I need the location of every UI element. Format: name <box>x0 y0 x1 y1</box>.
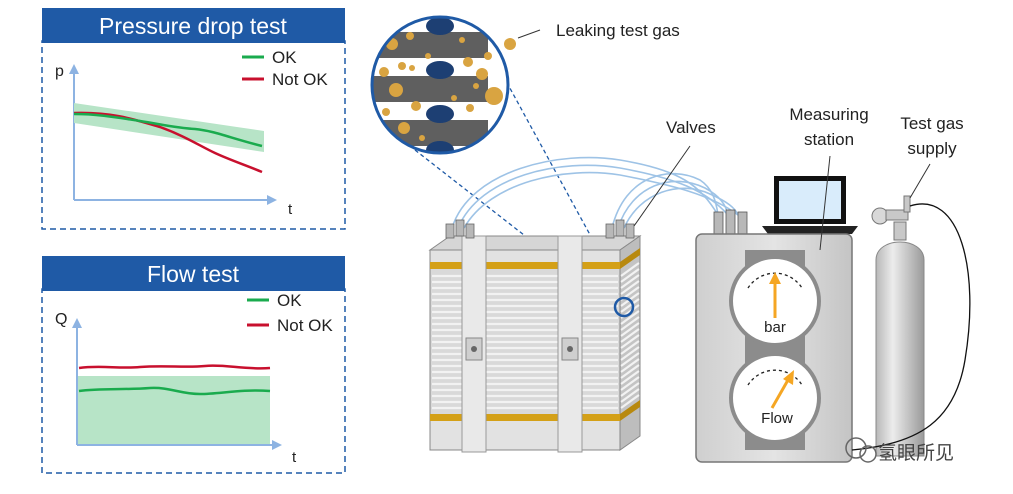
stack-gold-band-top <box>430 262 620 269</box>
zoom-plate-3 <box>372 120 488 146</box>
wechat-icon-bubble-1 <box>845 437 867 459</box>
valves-label: Valves <box>666 118 716 137</box>
pressure-y-arrow <box>69 64 79 74</box>
stack-cell-ridge-side <box>620 322 640 337</box>
stack-cell-ridge-side <box>620 364 640 379</box>
zoom-seal-3 <box>426 105 454 123</box>
flow-gauge-label: Flow <box>761 410 793 427</box>
flow-ok-band <box>77 376 270 445</box>
zoom-circle-border <box>370 15 510 155</box>
flow-gauge-needle <box>770 379 790 409</box>
stack-cell-ridge-side <box>620 370 640 385</box>
flow-ok-line <box>78 386 271 396</box>
pressure-ok-line <box>73 112 263 148</box>
cylinder-neck <box>893 221 907 241</box>
zoom-seal-2 <box>426 61 454 79</box>
stack-clamp-left-bolt <box>471 346 477 352</box>
stack-cell-ridge-side <box>620 358 640 373</box>
flow-x-arrow <box>272 440 282 450</box>
test-gas-supply-pointer <box>909 163 931 199</box>
flow-gauge-scale <box>747 369 803 386</box>
stack-cell-ridge-side <box>620 310 640 325</box>
flow-gauge <box>729 352 821 444</box>
stack-gold-band-top-side <box>620 248 640 269</box>
test-gas-supply-label-line2: supply <box>907 139 957 158</box>
stack-cell-ridge-side <box>620 394 640 409</box>
leaking-gas-label: Leaking test gas <box>556 21 680 40</box>
stack-clamp-right-bolt <box>567 346 573 352</box>
stack-gold-band-bottom-side <box>620 400 640 421</box>
wechat-icon-bubble-2 <box>859 445 877 463</box>
fuel-cell-stack <box>428 219 642 453</box>
stack-cell-ridge-side <box>620 346 640 361</box>
stack-cell-ridge-side <box>620 388 640 403</box>
stack-cell-ridge-side <box>620 340 640 355</box>
stack-cell-ridge-side <box>620 316 640 331</box>
cylinder-outlet <box>903 195 911 213</box>
stack-gold-band-bottom <box>430 414 620 421</box>
stack-connectors-right <box>605 219 635 239</box>
zoom-seal-4 <box>426 141 454 153</box>
stack-cell-ridge-side <box>620 268 640 283</box>
flow-legend-notok: Not OK <box>277 316 333 335</box>
stack-connectors-left <box>445 219 475 239</box>
stack-end-plate-bottom <box>429 415 621 451</box>
pressure-x-label: t <box>288 201 293 218</box>
pressure-legend-notok: Not OK <box>272 70 328 89</box>
flow-gauge-needle-tip <box>783 370 794 385</box>
stack-cell-ridge-side <box>620 352 640 367</box>
pressure-notok-line <box>73 111 263 174</box>
leak-location-marker <box>613 296 635 318</box>
measuring-station-pointer <box>819 155 831 251</box>
pressure-panel-title: Pressure drop test <box>99 13 288 39</box>
watermark-text: 氢眼所见 <box>878 442 954 464</box>
flow-x-label: t <box>292 449 297 466</box>
laptop-screen <box>779 181 841 219</box>
watermark: 氢眼所见 <box>845 437 954 464</box>
flow-notok-line <box>78 364 271 370</box>
leak-label-pointer <box>517 29 541 39</box>
measuring-station-label-line2: station <box>804 130 854 149</box>
stack-cell-ridge-side <box>620 280 640 295</box>
pressure-ok-band <box>74 103 264 152</box>
leak-label-bubble-icon <box>504 38 516 50</box>
leak-zoom-view <box>370 15 510 155</box>
zoom-seal-1 <box>426 17 454 35</box>
pressure-x-arrow <box>267 195 277 205</box>
flow-legend-ok: OK <box>277 291 302 310</box>
pressure-legend-ok: OK <box>272 48 297 67</box>
stack-cell-ridge-side <box>620 328 640 343</box>
pressure-drop-panel: Pressure drop test p t OK Not OK <box>41 8 346 230</box>
pressure-panel-header <box>42 8 345 43</box>
stack-cell-ridge-side <box>620 298 640 313</box>
laptop-base <box>762 226 858 234</box>
station-valves <box>713 209 748 235</box>
measuring-station-label-line1: Measuring <box>789 105 868 124</box>
stack-cell-ridge-side <box>620 382 640 397</box>
stack-cell-ridge-side <box>620 262 640 277</box>
flow-y-arrow <box>72 318 82 328</box>
flow-test-panel: Flow test Q t OK Not OK <box>41 256 346 474</box>
flow-panel-header <box>42 256 345 291</box>
pressure-y-label: p <box>55 63 64 80</box>
bar-gauge-label: bar <box>764 319 786 336</box>
flow-y-label: Q <box>55 311 67 328</box>
valves-pointer <box>633 145 691 227</box>
measuring-station: bar Flow <box>695 176 858 463</box>
bar-gauge-needle-tip <box>769 272 781 284</box>
supply-hose <box>851 203 971 451</box>
stack-cell-ridge-side <box>620 334 640 349</box>
stack-cell-ridge-side <box>620 376 640 391</box>
gas-tubes <box>451 156 739 229</box>
flow-panel-title: Flow test <box>147 261 240 287</box>
cylinder-regulator <box>885 209 909 221</box>
test-gas-cylinder <box>871 195 925 457</box>
cylinder-body <box>875 241 925 457</box>
stack-cell-ridge-side <box>620 274 640 289</box>
test-gas-supply-label-line1: Test gas <box>900 114 963 133</box>
